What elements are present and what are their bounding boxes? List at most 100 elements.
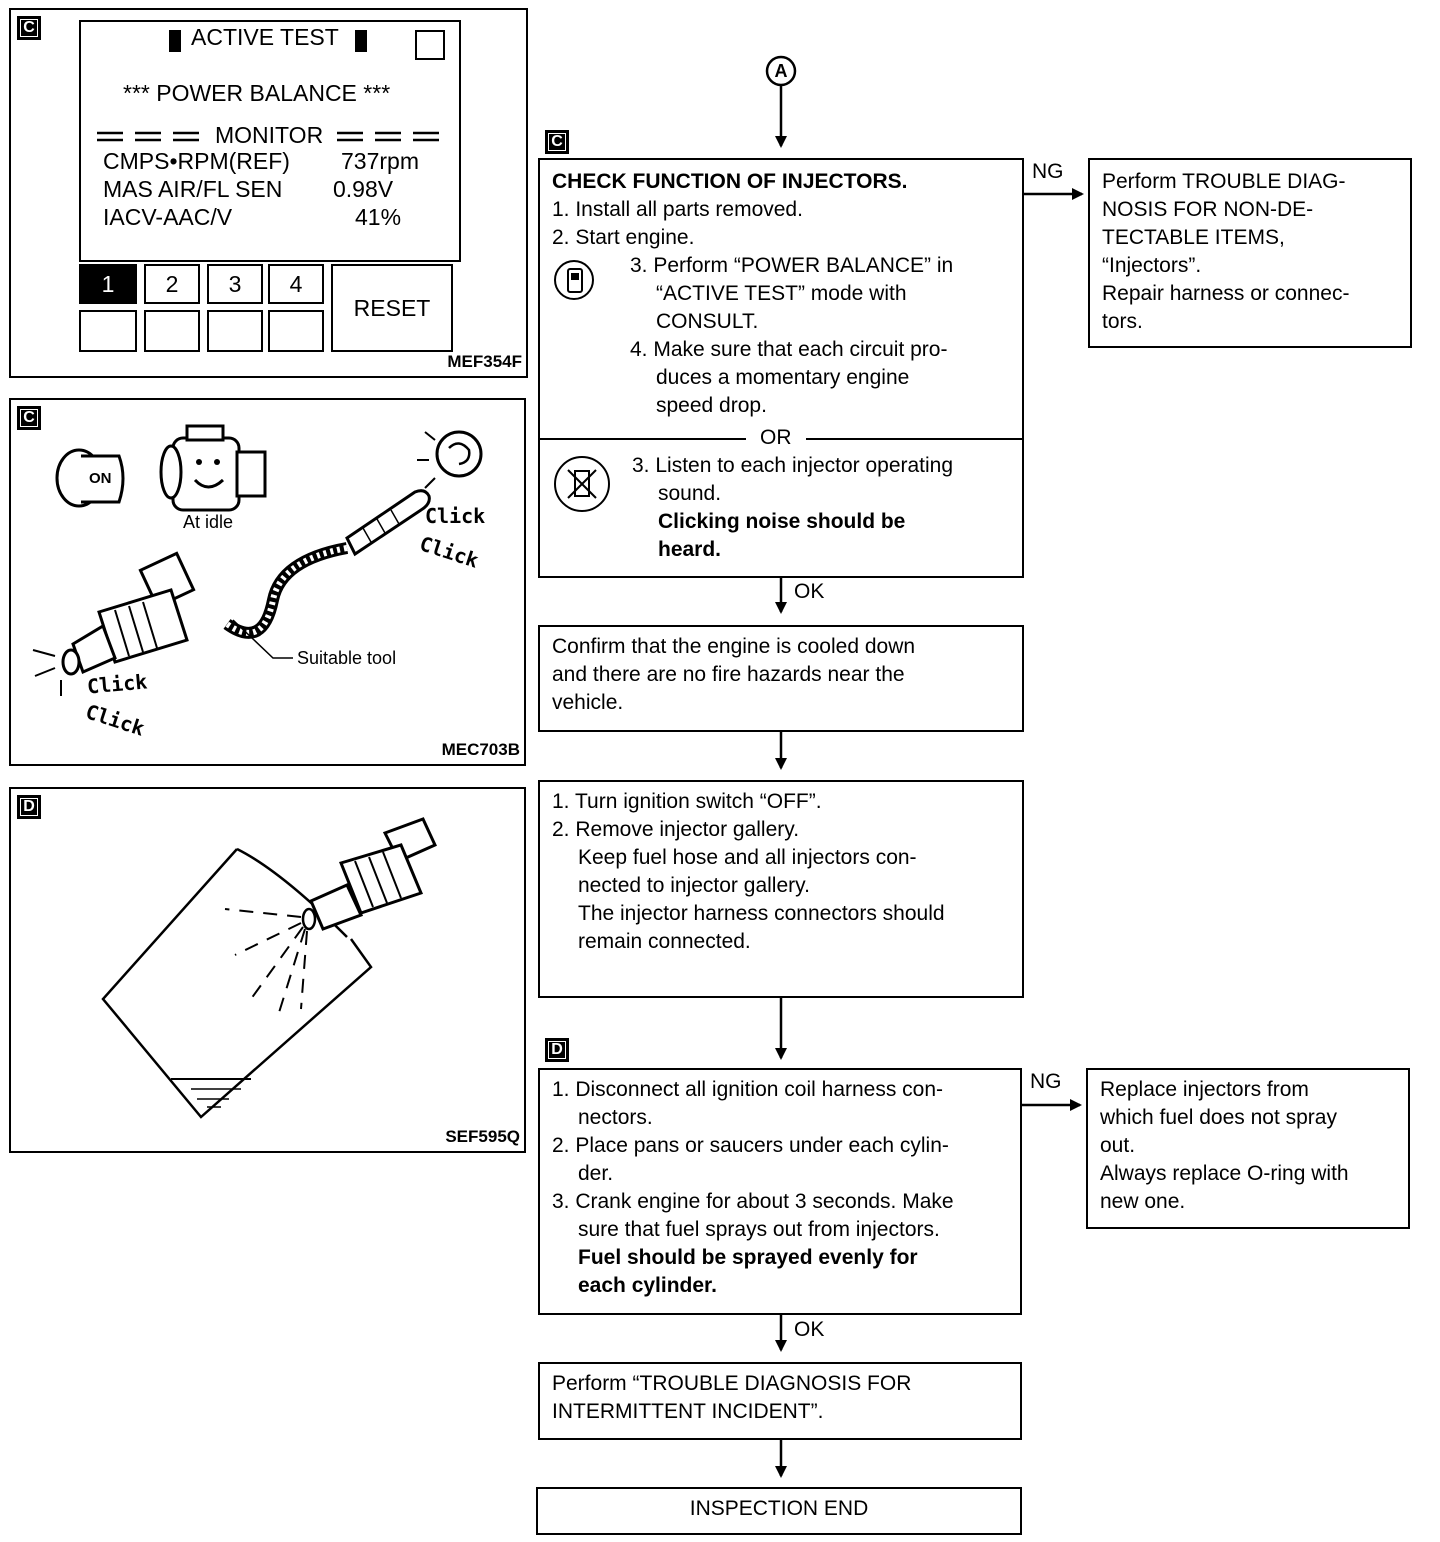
- step-line: 3. Listen to each injector operating: [632, 454, 954, 477]
- section-badge-c: C: [17, 406, 41, 430]
- monitor-row-name: CMPS•RPM(REF): [103, 148, 290, 174]
- injector-illustration: [32, 424, 483, 696]
- check-step-3a: 3. Perform “POWER BALANCE” in “ACTIVE TE…: [630, 252, 953, 336]
- ok-label: OK: [794, 1318, 825, 1341]
- intermittent-incident-box: Perform “TROUBLE DIAGNOSIS FOR INTERMITT…: [538, 1362, 1022, 1440]
- title-marker-left: [169, 30, 181, 52]
- step-line: sound.: [658, 482, 722, 505]
- box-line: Keep fuel hose and all injectors con-: [578, 846, 917, 869]
- box-line: “Injectors”.: [1102, 254, 1202, 277]
- box-line: tors.: [1102, 310, 1143, 333]
- monitor-row-value: 0.98V: [333, 176, 394, 202]
- inspection-end-box: INSPECTION END: [536, 1487, 1022, 1535]
- box-line: 3. Crank engine for about 3 seconds. Mak…: [552, 1190, 954, 1213]
- reset-button[interactable]: RESET: [331, 264, 453, 352]
- box-line: 2. Remove injector gallery.: [552, 818, 800, 841]
- check-injectors-box: CHECK FUNCTION OF INJECTORS. 1. Install …: [538, 158, 1024, 578]
- screen-subtitle: *** POWER BALANCE ***: [123, 80, 391, 106]
- connector-a: A: [774, 61, 788, 81]
- section-badge-d: D: [17, 795, 41, 819]
- monitor-row-value: 41%: [355, 204, 402, 230]
- box-line: out.: [1100, 1134, 1136, 1157]
- consult-tester-icon: [554, 260, 594, 300]
- monitor-rule-left: [97, 130, 205, 142]
- box-line: Fuel should be sprayed evenly for: [578, 1246, 918, 1269]
- box-line: Confirm that the engine is cooled down: [552, 635, 916, 658]
- box-line: Perform TROUBLE DIAG-: [1102, 170, 1346, 193]
- step-line: 3. Perform “POWER BALANCE” in: [630, 254, 954, 277]
- ng-label: NG: [1030, 1070, 1062, 1093]
- box-line: vehicle.: [552, 691, 624, 714]
- cylinder-key-4[interactable]: 4: [268, 264, 324, 304]
- box-line: and there are no fire hazards near the: [552, 663, 905, 686]
- box-line: nected to injector gallery.: [578, 874, 810, 897]
- cylinder-key-3[interactable]: 3: [207, 264, 263, 304]
- fuel-spray-box: 1. Disconnect all ignition coil harness …: [538, 1068, 1022, 1315]
- consult-display: [79, 20, 461, 262]
- box-line: which fuel does not spray: [1100, 1106, 1337, 1129]
- blank-key[interactable]: [207, 310, 263, 352]
- box-line: INTERMITTENT INCIDENT”.: [552, 1400, 824, 1423]
- box-line: TECTABLE ITEMS,: [1102, 226, 1285, 249]
- remove-gallery-box: 1. Turn ignition switch “OFF”. 2. Remove…: [538, 780, 1024, 998]
- fuel-spray-illustration: [101, 817, 437, 1119]
- ng-label: NG: [1032, 160, 1064, 183]
- no-tester-icon: [554, 456, 610, 512]
- figure-code: SEF595Q: [445, 1127, 520, 1146]
- at-idle-label: At idle: [183, 512, 234, 532]
- check-title: CHECK FUNCTION OF INJECTORS.: [552, 170, 908, 193]
- figure-code: MEF354F: [447, 352, 522, 371]
- box-line: der.: [578, 1162, 614, 1185]
- step-line: Clicking noise should be: [658, 510, 906, 533]
- click-label: Click: [425, 504, 486, 528]
- monitor-rule-right: [337, 130, 445, 142]
- box-line: NOSIS FOR NON-DE-: [1102, 198, 1314, 221]
- box-line: sure that fuel sprays out from injectors…: [578, 1218, 940, 1241]
- check-step-3b: 3. Listen to each injector operating sou…: [632, 452, 953, 564]
- step-line: “ACTIVE TEST” mode with: [656, 282, 907, 305]
- or-label: OR: [746, 424, 806, 452]
- figure-code: MEC703B: [441, 740, 520, 759]
- box-line: new one.: [1100, 1190, 1186, 1213]
- monitor-row-name: MAS AIR/FL SEN: [103, 176, 283, 202]
- box-line: The injector harness connectors should: [578, 902, 945, 925]
- consult-screen-panel: C ACTIVE TEST *** POWER BALANCE *** MONI…: [9, 8, 528, 378]
- cylinder-key-1[interactable]: 1: [79, 264, 137, 304]
- section-badge-c: C: [17, 16, 41, 40]
- step-line: CONSULT.: [656, 310, 759, 333]
- monitor-label: MONITOR: [215, 122, 324, 148]
- injector-sound-panel: C ON At idle Click Click Click Clic: [9, 398, 526, 766]
- blank-key[interactable]: [268, 310, 324, 352]
- box-line: Repair harness or connec-: [1102, 282, 1350, 305]
- box-line: 1. Disconnect all ignition coil harness …: [552, 1078, 944, 1101]
- check-step-4: 4. Make sure that each circuit pro- duce…: [630, 336, 947, 420]
- box-line: 2. Place pans or saucers under each cyli…: [552, 1134, 949, 1157]
- box-line: Replace injectors from: [1100, 1078, 1309, 1101]
- blank-key[interactable]: [144, 310, 200, 352]
- fuel-spray-panel: D SEF595Q: [9, 787, 526, 1153]
- section-badge-d: D: [545, 1038, 569, 1062]
- title-marker-right: [355, 30, 367, 52]
- monitor-row-name: IACV-AAC/V: [103, 204, 233, 230]
- ng-non-detectable-box: Perform TROUBLE DIAG- NOSIS FOR NON-DE- …: [1088, 158, 1412, 348]
- step-line: speed drop.: [656, 394, 767, 417]
- cylinder-key-2[interactable]: 2: [144, 264, 200, 304]
- step-line: duces a momentary engine: [656, 366, 910, 389]
- suitable-tool-label: Suitable tool: [297, 648, 397, 668]
- check-step-1: 1. Install all parts removed.: [552, 198, 803, 221]
- confirm-cooled-box: Confirm that the engine is cooled down a…: [538, 625, 1024, 732]
- box-line: Always replace O-ring with: [1100, 1162, 1349, 1185]
- ok-label: OK: [794, 580, 825, 603]
- box-line: 1. Turn ignition switch “OFF”.: [552, 790, 822, 813]
- ng-replace-injectors-box: Replace injectors from which fuel does n…: [1086, 1068, 1410, 1229]
- box-line: remain connected.: [578, 930, 751, 953]
- screen-corner-button[interactable]: [415, 30, 445, 60]
- step-line: heard.: [658, 538, 722, 561]
- ignition-on-label: ON: [89, 470, 112, 487]
- section-badge-c: C: [545, 130, 569, 154]
- check-step-2: 2. Start engine.: [552, 226, 695, 249]
- blank-key[interactable]: [79, 310, 137, 352]
- monitor-row-value: 737rpm: [341, 148, 419, 174]
- box-line: nectors.: [578, 1106, 653, 1129]
- inspection-end-label: INSPECTION END: [689, 1497, 869, 1520]
